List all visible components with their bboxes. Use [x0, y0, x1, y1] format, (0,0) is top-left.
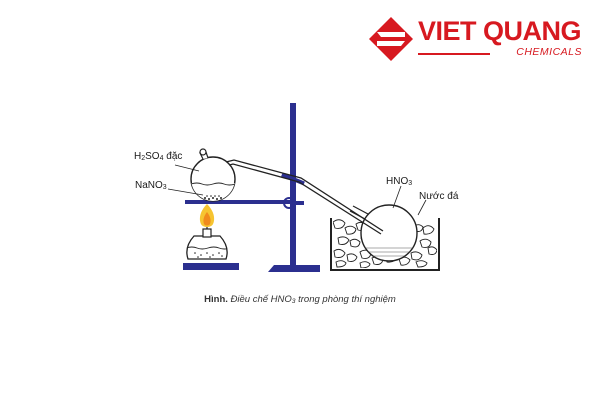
spirit-lamp: [186, 204, 228, 260]
label-pointers: [167, 164, 427, 216]
label-h2so4: H2SO4 đặc: [134, 151, 183, 162]
figure-caption: Hình. Điều chế HNO3 trong phòng thí nghi…: [204, 294, 396, 305]
viet-quang-logo: VIET QUANG CHEMICALS: [368, 12, 588, 68]
label-ice-water: Nước đá: [419, 191, 459, 202]
label-hno3: HNO3: [386, 176, 413, 187]
logo-wordmark: VIET QUANG: [418, 16, 582, 46]
logo-underline: [418, 53, 490, 55]
label-nano3: NaNO3: [135, 180, 167, 191]
logo-subtitle: CHEMICALS: [516, 46, 582, 58]
viet-quang-emblem-icon: [369, 17, 413, 61]
receiving-flask: [349, 204, 418, 262]
retort-flask: [190, 148, 236, 202]
